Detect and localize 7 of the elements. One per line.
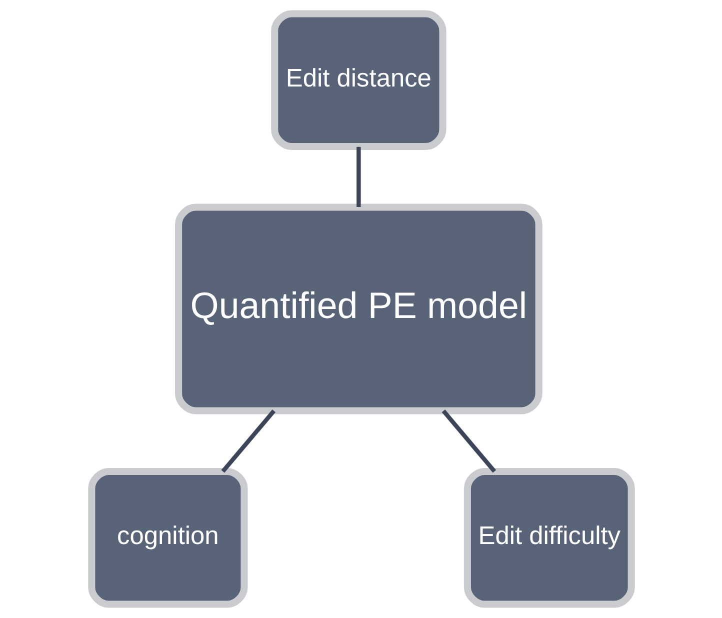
node-box: cognition bbox=[88, 468, 248, 608]
node-box: Quantified PE model bbox=[174, 204, 542, 414]
node-box: Edit difficulty bbox=[463, 468, 634, 608]
connector bbox=[220, 410, 276, 473]
connector bbox=[441, 410, 496, 473]
node-box: Edit distance bbox=[270, 10, 446, 150]
connector bbox=[356, 146, 360, 207]
